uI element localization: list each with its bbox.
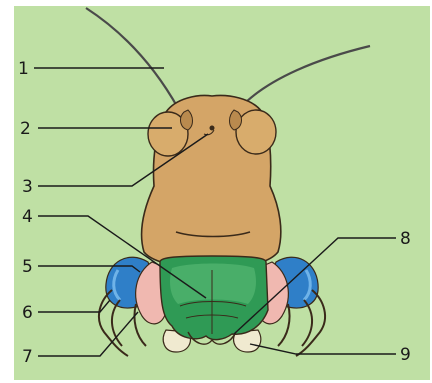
label-2: 2 <box>20 119 31 139</box>
label-1: 1 <box>18 59 29 79</box>
label-8: 8 <box>400 229 411 249</box>
label-5: 5 <box>22 257 33 277</box>
label-3: 3 <box>22 177 33 197</box>
ocellus <box>210 126 215 131</box>
eye-right <box>236 110 276 154</box>
label-6: 6 <box>22 303 33 323</box>
label-9: 9 <box>400 345 411 365</box>
label-7: 7 <box>22 347 33 367</box>
label-4: 4 <box>22 207 33 227</box>
